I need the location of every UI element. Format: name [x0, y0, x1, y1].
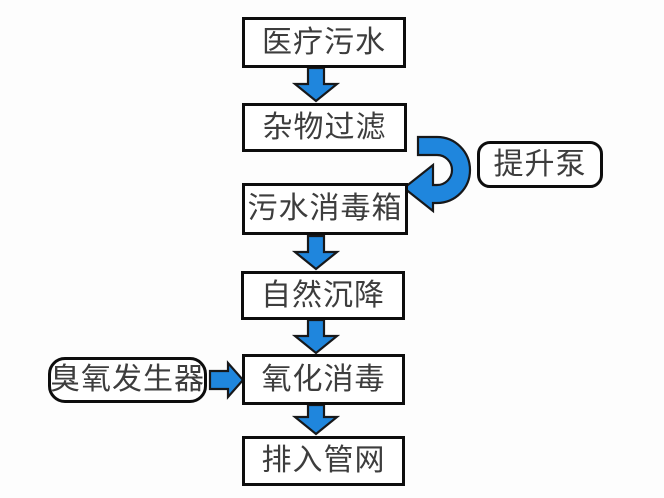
node-ozone-generator: 臭氧发生器	[48, 357, 207, 403]
u-turn-arrow-icon	[402, 135, 472, 214]
node-ozone-generator-label: 臭氧发生器	[50, 362, 205, 397]
node-debris-filter: 杂物过滤	[242, 103, 407, 152]
down-arrow-4-icon	[291, 403, 341, 436]
node-lift-pump-label: 提升泵	[493, 146, 587, 182]
node-debris-filter-label: 杂物过滤	[262, 109, 387, 145]
right-arrow-icon	[208, 360, 245, 400]
node-oxidation-disinfection-label: 氧化消毒	[261, 361, 386, 397]
down-arrow-3-icon	[291, 318, 341, 355]
down-arrow-1-icon	[291, 66, 341, 103]
node-sewage-disinfection-tank-label: 污水消毒箱	[247, 191, 403, 226]
node-oxidation-disinfection: 氧化消毒	[242, 354, 405, 405]
node-natural-settling-label: 自然沉降	[261, 277, 385, 313]
node-natural-settling: 自然沉降	[241, 271, 405, 320]
node-medical-sewage-label: 医疗污水	[262, 24, 386, 60]
node-medical-sewage: 医疗污水	[242, 17, 406, 68]
down-arrow-2-icon	[291, 234, 341, 271]
node-discharge-pipe-network: 排入管网	[242, 436, 405, 486]
node-discharge-pipe-network-label: 排入管网	[261, 443, 386, 478]
node-sewage-disinfection-tank: 污水消毒箱	[242, 183, 408, 235]
node-lift-pump: 提升泵	[477, 141, 603, 188]
